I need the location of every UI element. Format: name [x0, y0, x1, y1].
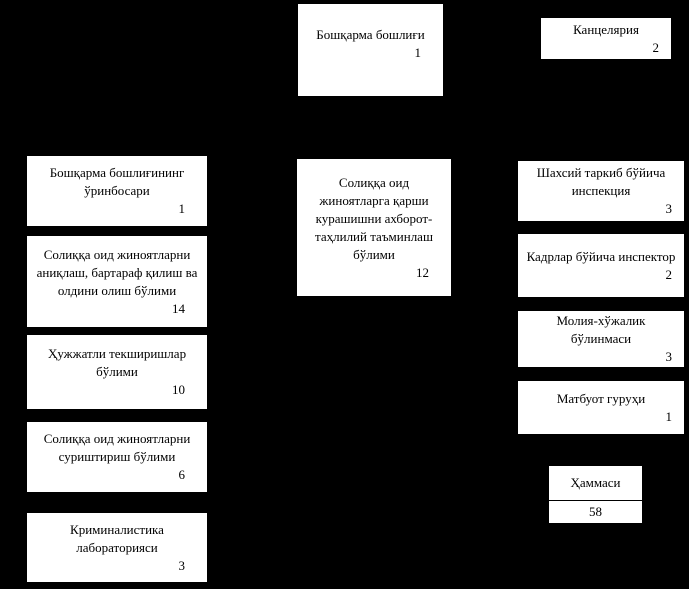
total-label: Ҳаммаси: [549, 466, 642, 501]
node-count: 10: [172, 382, 185, 397]
node-count: 1: [178, 201, 186, 216]
node-count: 3: [665, 349, 673, 364]
node-finance-economic-unit: Молия-хўжалик бўлинмаси 3: [517, 310, 685, 368]
node-label: Бошқарма бошлиғининг ўринбосари: [49, 165, 185, 198]
node-label: Кадрлар бўйича инспектор: [526, 248, 676, 264]
node-total: Ҳаммаси 58: [548, 465, 643, 524]
node-tax-crime-investigation: Солиққа оид жиноятларни суриштириш бўлим…: [26, 421, 208, 493]
node-personnel-inspection: Шахсий таркиб бўйича инспекция 3: [517, 160, 685, 222]
node-label: Шахсий таркиб бўйича инспекция: [536, 165, 666, 198]
node-label: Бошқарма бошлиғи: [316, 27, 425, 42]
node-label: Солиққа оид жиноятларни суриштириш бўлим…: [43, 431, 191, 464]
node-tax-crime-detection-prevention: Солиққа оид жиноятларни аниқлаш, бартара…: [26, 235, 208, 328]
node-count: 2: [665, 266, 673, 282]
node-documentary-inspection: Ҳужжатли текширишлар бўлими 10: [26, 334, 208, 410]
node-press-group: Матбуот гуруҳи 1: [517, 380, 685, 435]
node-count: 1: [414, 45, 422, 60]
node-department-head: Бошқарма бошлиғи 1: [297, 3, 444, 97]
node-hr-inspector: Кадрлар бўйича инспектор 2: [517, 233, 685, 298]
node-label: Ҳужжатли текширишлар бўлими: [47, 346, 187, 379]
node-count: 3: [178, 557, 186, 573]
node-label: Матбуот гуруҳи: [556, 390, 646, 406]
node-count: 2: [652, 39, 660, 55]
node-label: Канцелярия: [573, 21, 639, 37]
node-count: 1: [665, 408, 673, 424]
node-chancellery: Канцелярия 2: [540, 17, 672, 60]
node-count: 12: [416, 264, 429, 280]
node-forensic-laboratory: Криминалистика лабораторияси 3: [26, 512, 208, 583]
node-count: 6: [178, 467, 186, 482]
total-count: 58: [589, 504, 602, 519]
node-deputy-head: Бошқарма бошлиғининг ўринбосари 1: [26, 155, 208, 227]
node-count: 3: [665, 201, 673, 216]
node-label: Молия-хўжалик бўлинмаси: [556, 313, 646, 346]
node-label: Солиққа оид жиноятларни аниқлаш, бартара…: [36, 246, 198, 298]
node-label: Солиққа оид жиноятларга қарши курашишни …: [315, 174, 433, 262]
node-info-analytical-support: Солиққа оид жиноятларга қарши курашишни …: [296, 158, 452, 297]
node-count: 14: [172, 300, 185, 316]
node-label: Криминалистика лабораторияси: [70, 521, 164, 555]
